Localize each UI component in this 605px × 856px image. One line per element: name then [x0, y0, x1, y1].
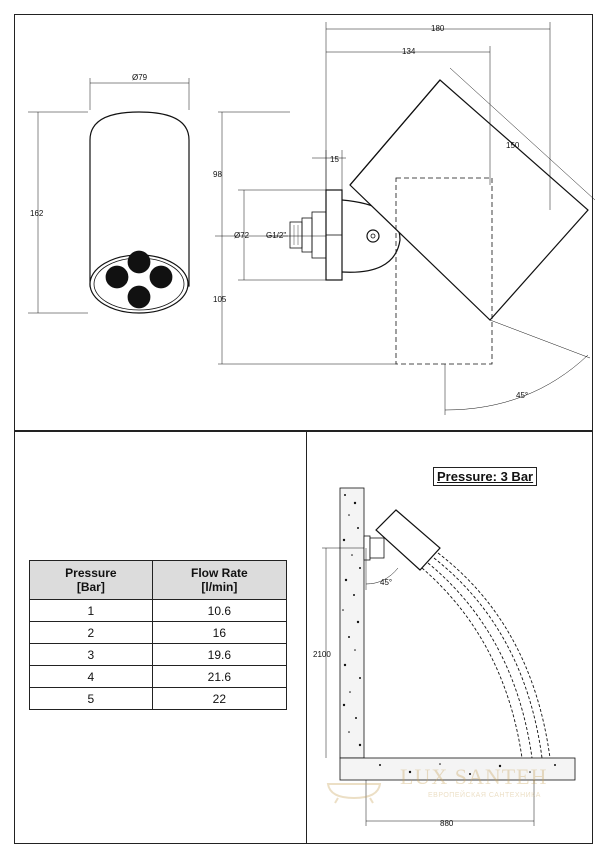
header-pressure-unit: [Bar]: [76, 580, 105, 594]
cell-flow: 21.6: [151, 665, 288, 688]
side-view: [215, 22, 596, 415]
cell-flow: 22: [151, 687, 288, 710]
front-view-cylinder: [28, 78, 190, 314]
watermark: LUX SANTEH ЕВРОПЕЙСКАЯ САНТЕХНИКА: [320, 760, 590, 810]
bathtub-logo-icon: [326, 783, 382, 804]
cell-pressure: 2: [29, 621, 153, 644]
install-angle: 45°: [380, 578, 392, 587]
dim-angle-45: 45°: [516, 391, 528, 400]
table-row: 4 21.6: [29, 665, 288, 688]
watermark-tagline: ЕВРОПЕЙСКАЯ САНТЕХНИКА: [428, 792, 541, 799]
header-pressure: Pressure [Bar]: [29, 560, 153, 600]
cell-pressure: 1: [29, 599, 153, 622]
cell-flow: 16: [151, 621, 288, 644]
install-distance: 880: [440, 819, 454, 828]
table-row: 1 10.6: [29, 599, 288, 622]
pressure-label: Pressure: 3 Bar: [433, 467, 538, 486]
dim-diameter-79: Ø79: [132, 73, 148, 82]
installation-panel: [306, 431, 593, 844]
table-row: 3 19.6: [29, 643, 288, 666]
installation-drawing: [322, 487, 576, 826]
watermark-brand: LUX SANTEH: [400, 764, 548, 789]
dim-105: 105: [213, 295, 227, 304]
header-pressure-label: Pressure: [65, 566, 117, 580]
table-row: 5 22: [29, 687, 288, 710]
cell-flow: 10.6: [151, 599, 288, 622]
dim-150: 150: [506, 141, 520, 150]
install-height: 2100: [313, 650, 331, 659]
dim-thread: G1/2": [266, 231, 286, 240]
dim-diameter-72: Ø72: [234, 231, 250, 240]
header-flow-label: Flow Rate: [191, 566, 248, 580]
cell-pressure: 5: [29, 687, 153, 710]
cell-flow: 19.6: [151, 643, 288, 666]
table-row: 2 16: [29, 621, 288, 644]
dim-134: 134: [402, 47, 416, 56]
dim-height-162: 162: [30, 209, 44, 218]
dim-98: 98: [213, 170, 222, 179]
flow-rate-table: Pressure [Bar] Flow Rate [l/min] 1 10.6 …: [29, 560, 288, 710]
dim-15: 15: [330, 155, 339, 164]
header-flow-unit: [l/min]: [201, 580, 238, 594]
top-drawing-panel: [14, 14, 593, 431]
cell-pressure: 3: [29, 643, 153, 666]
cell-pressure: 4: [29, 665, 153, 688]
dim-180: 180: [431, 24, 445, 33]
header-flow: Flow Rate [l/min]: [151, 560, 288, 600]
